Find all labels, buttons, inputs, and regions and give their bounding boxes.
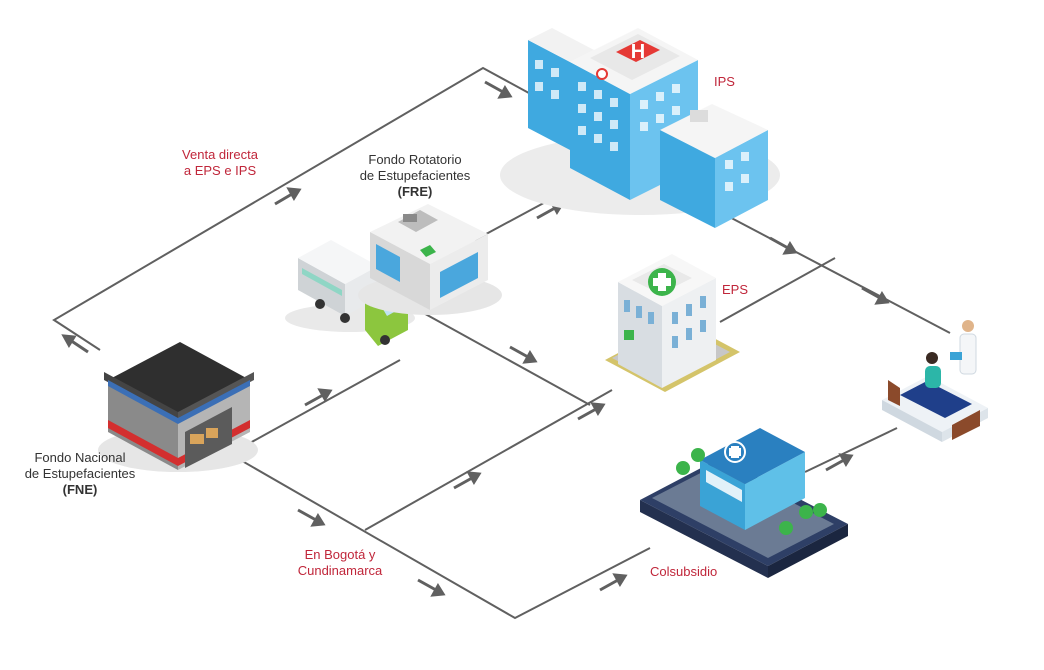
colsubsidio-label: Colsubsidio [650, 564, 718, 579]
flow-lines [52, 66, 951, 620]
arrow-icon [453, 471, 482, 490]
bogota-line1: En Bogotá y [304, 547, 376, 562]
arrow-icon [274, 187, 302, 206]
line-eps-to-junction [719, 257, 836, 323]
arrow-icon [484, 80, 513, 99]
arrow-icon [861, 286, 890, 305]
fre-label: Fondo Rotatorio de Estupefacientes (FRE) [340, 152, 490, 200]
arrow-icon [509, 345, 538, 364]
line-fne-to-bogota [229, 453, 651, 620]
fre-building-icon [358, 204, 502, 315]
fne-label: Fondo Nacional de Estupefacientes (FNE) [10, 450, 150, 498]
eps-label: EPS [722, 282, 749, 297]
truck-icon [285, 240, 415, 346]
direct-sale-label: Venta directa a EPS e IPS [160, 147, 280, 179]
ips-hospital-icon: H [500, 28, 780, 228]
eps-building-icon [605, 254, 740, 392]
flow-arrows [61, 80, 890, 597]
line-fre-to-eps [399, 299, 591, 406]
line-bogota-to-eps [364, 389, 613, 531]
line-fne-to-fre [229, 359, 401, 455]
fne-line2: de Estupefacientes [24, 466, 136, 481]
arrow-icon [577, 402, 606, 421]
direct-sale-line2: a EPS e IPS [183, 163, 257, 178]
bogota-line2: Cundinamarca [297, 563, 383, 578]
arrow-icon [599, 573, 628, 592]
arrow-icon [417, 578, 446, 597]
patient-doctor-icon [882, 320, 988, 442]
fre-line1: Fondo Rotatorio [368, 152, 462, 167]
colsubsidio-store-icon [640, 428, 848, 578]
fne-warehouse-icon [98, 342, 258, 472]
fne-abbr: (FNE) [62, 482, 98, 497]
svg-text:H: H [631, 41, 645, 63]
line-ips-to-patient [719, 211, 951, 334]
fre-abbr: (FRE) [397, 184, 433, 199]
fne-line1: Fondo Nacional [34, 450, 126, 465]
arrow-icon [297, 508, 326, 527]
arrow-icon [61, 334, 89, 354]
ips-label: IPS [714, 74, 735, 89]
fre-line2: de Estupefacientes [359, 168, 471, 183]
arrow-icon [769, 236, 798, 255]
line-colsubsidio-to-patient [804, 427, 898, 473]
bogota-label: En Bogotá y Cundinamarca [275, 547, 405, 579]
arrow-icon [304, 388, 333, 407]
direct-sale-line1: Venta directa [182, 147, 258, 162]
line-fne-direct-to-ips [52, 66, 561, 351]
arrow-icon [825, 453, 854, 472]
